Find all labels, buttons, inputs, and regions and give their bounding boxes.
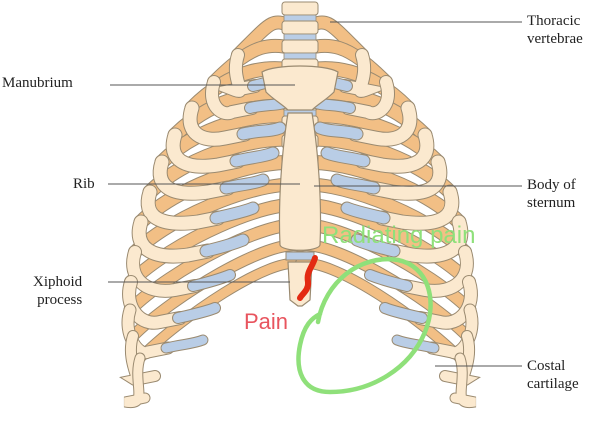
rib-front-9-l: [123, 276, 186, 329]
rib-front-12-r: [450, 353, 476, 408]
rib-front-2-r: [342, 76, 394, 120]
xiphoid-joint: [285, 251, 315, 261]
label-manubrium: Manubrium: [2, 75, 73, 91]
sternum: [261, 65, 339, 307]
disc-2: [283, 33, 317, 41]
disc-3: [283, 52, 317, 60]
leader-lines: [108, 21, 522, 367]
cartilage-6-l: [210, 202, 259, 224]
cartilage-3-r: [314, 122, 363, 140]
rib-front-parts: [118, 48, 482, 409]
cartilage-3-l: [237, 122, 286, 140]
rib-front-1-r: [339, 49, 387, 97]
annotation-radiating-pain: Radiating pain: [322, 222, 476, 249]
cartilage-4-r: [321, 147, 370, 167]
cartilage-6-r: [341, 202, 390, 224]
costal-cartilages: [160, 69, 440, 354]
rib-front-3-r: [348, 101, 417, 146]
cartilage-10-r: [392, 335, 439, 353]
vertebra-1: [281, 1, 319, 16]
cartilage-9-l: [173, 303, 220, 323]
rib-front-7-l: [132, 215, 215, 263]
cartilage-4-l: [230, 147, 279, 167]
vertebra-2: [281, 20, 319, 35]
rib-front-6-r: [375, 185, 459, 230]
rib-front-9-r: [414, 276, 477, 329]
rib-back-12-l: [135, 258, 305, 363]
cartilage-7-l: [200, 234, 249, 257]
cartilage-7-r: [351, 234, 400, 257]
rib-front-4-r: [355, 128, 434, 173]
hand-annotations: [296, 255, 433, 395]
cartilage-9-r: [380, 303, 427, 323]
rib-front-6-l: [141, 185, 225, 230]
rib-front-2-l: [206, 76, 258, 120]
disc-1: [283, 14, 317, 22]
rib-front-1-l: [213, 49, 261, 97]
cartilage-10-l: [161, 335, 208, 353]
label-rib: Rib: [73, 176, 95, 192]
rib-front-4-l: [166, 128, 245, 173]
manubrium-shape: [261, 65, 339, 111]
pain-mark: [297, 255, 318, 301]
rib-front-5-r: [365, 155, 447, 200]
sternum-body-shape: [278, 112, 322, 251]
cartilage-8-l: [188, 270, 235, 291]
rib-front-3-l: [183, 101, 252, 146]
cartilage-5-r: [331, 174, 380, 194]
cartilage-8-r: [365, 270, 412, 291]
radiating-pain-loop: [296, 256, 433, 395]
rib-front-5-l: [153, 155, 235, 200]
annotation-pain: Pain: [244, 309, 289, 334]
rib-front-7-r: [385, 215, 468, 263]
rib-front-12-l: [124, 353, 150, 408]
rib-front-8-l: [127, 246, 201, 297]
vertebra-3: [281, 39, 319, 54]
